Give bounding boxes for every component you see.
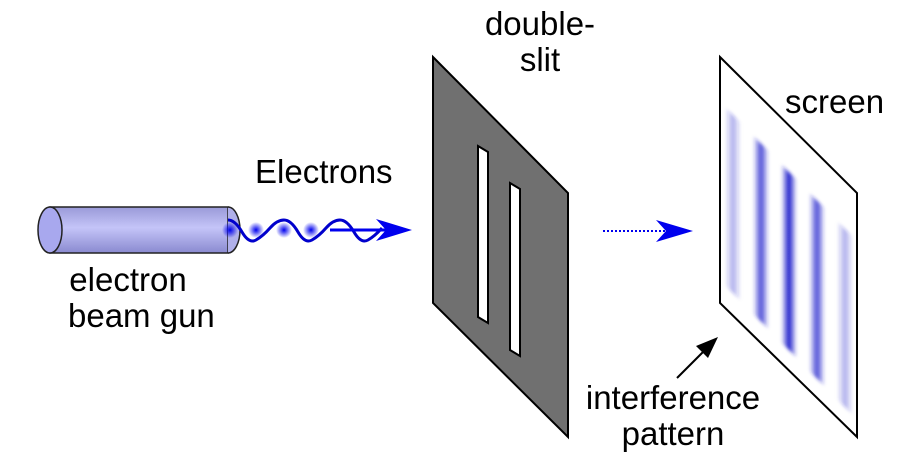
pattern-label: interference pattern bbox=[573, 380, 773, 452]
pattern-label-line1: interference bbox=[585, 379, 761, 416]
fringe-band bbox=[781, 164, 797, 358]
screen-label: screen bbox=[785, 83, 885, 120]
fringe-band bbox=[725, 107, 741, 301]
fringe-band bbox=[809, 192, 825, 387]
slit-label-line2: slit bbox=[519, 41, 561, 78]
pattern-pointer-arrow bbox=[676, 337, 718, 379]
electrons-label: Electrons bbox=[255, 153, 393, 190]
electron-beam bbox=[222, 218, 412, 243]
fringe-band bbox=[753, 135, 769, 330]
propagation-arrow bbox=[603, 220, 693, 242]
screen bbox=[719, 54, 858, 440]
fringe-band bbox=[837, 221, 853, 415]
gun-label-line1: electron bbox=[69, 261, 187, 298]
pattern-label-line2: pattern bbox=[621, 415, 725, 452]
slit-1 bbox=[477, 144, 489, 325]
electron-gun bbox=[37, 206, 241, 254]
gun-label-line2: beam gun bbox=[68, 297, 215, 334]
double-slit-label: double- slit bbox=[475, 6, 605, 78]
slit-2 bbox=[509, 181, 521, 358]
double-slit-panel bbox=[432, 54, 569, 440]
gun-label: electron beam gun bbox=[68, 261, 215, 334]
slit-label-line1: double- bbox=[484, 5, 596, 42]
